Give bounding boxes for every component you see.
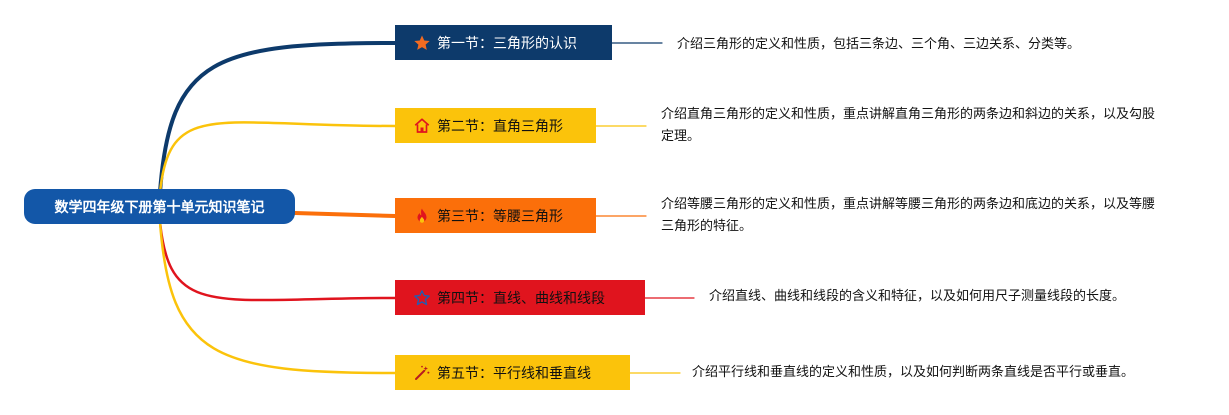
- star-outline-icon: [413, 289, 431, 307]
- section-label-3: 第三节：等腰三角形: [437, 208, 563, 225]
- section-label-2: 第二节：直角三角形: [437, 118, 563, 135]
- section-description-3: 介绍等腰三角形的定义和性质，重点讲解等腰三角形的两条边和底边的关系，以及等腰三角…: [661, 197, 1156, 234]
- home-icon: [413, 117, 431, 135]
- section-node-1[interactable]: 第一节：三角形的认识: [395, 25, 612, 60]
- branch-line-5: [158, 220, 397, 375]
- branch-line-2: [158, 121, 397, 194]
- section-node-4[interactable]: 第四节：直线、曲线和线段: [395, 280, 645, 315]
- star-icon: [413, 34, 431, 52]
- fire-icon: [413, 207, 431, 225]
- magic-wand-icon: [413, 364, 431, 382]
- section-label-4: 第四节：直线、曲线和线段: [437, 290, 605, 307]
- section-label-1: 第一节：三角形的认识: [437, 35, 577, 52]
- section-description-1: 介绍三角形的定义和性质，包括三条边、三个角、三边关系、分类等。: [677, 37, 1081, 52]
- branch-line-1: [158, 41, 397, 194]
- section-label-5: 第五节：平行线和垂直线: [437, 365, 591, 382]
- root-topic[interactable]: 数学四年级下册第十单元知识笔记: [24, 189, 295, 224]
- branch-line-4: [158, 220, 397, 302]
- section-description-4: 介绍直线、曲线和线段的含义和特征，以及如何用尺子测量线段的长度。: [709, 289, 1126, 304]
- section-description-5: 介绍平行线和垂直线的定义和性质，以及如何判断两条直线是否平行或垂直。: [692, 365, 1135, 380]
- section-node-5[interactable]: 第五节：平行线和垂直线: [395, 355, 630, 390]
- section-node-2[interactable]: 第二节：直角三角形: [395, 108, 596, 143]
- branch-line-3: [293, 211, 397, 218]
- section-node-3[interactable]: 第三节：等腰三角形: [395, 198, 596, 233]
- section-description-2: 介绍直角三角形的定义和性质，重点讲解直角三角形的两条边和斜边的关系，以及勾股定理…: [661, 107, 1156, 144]
